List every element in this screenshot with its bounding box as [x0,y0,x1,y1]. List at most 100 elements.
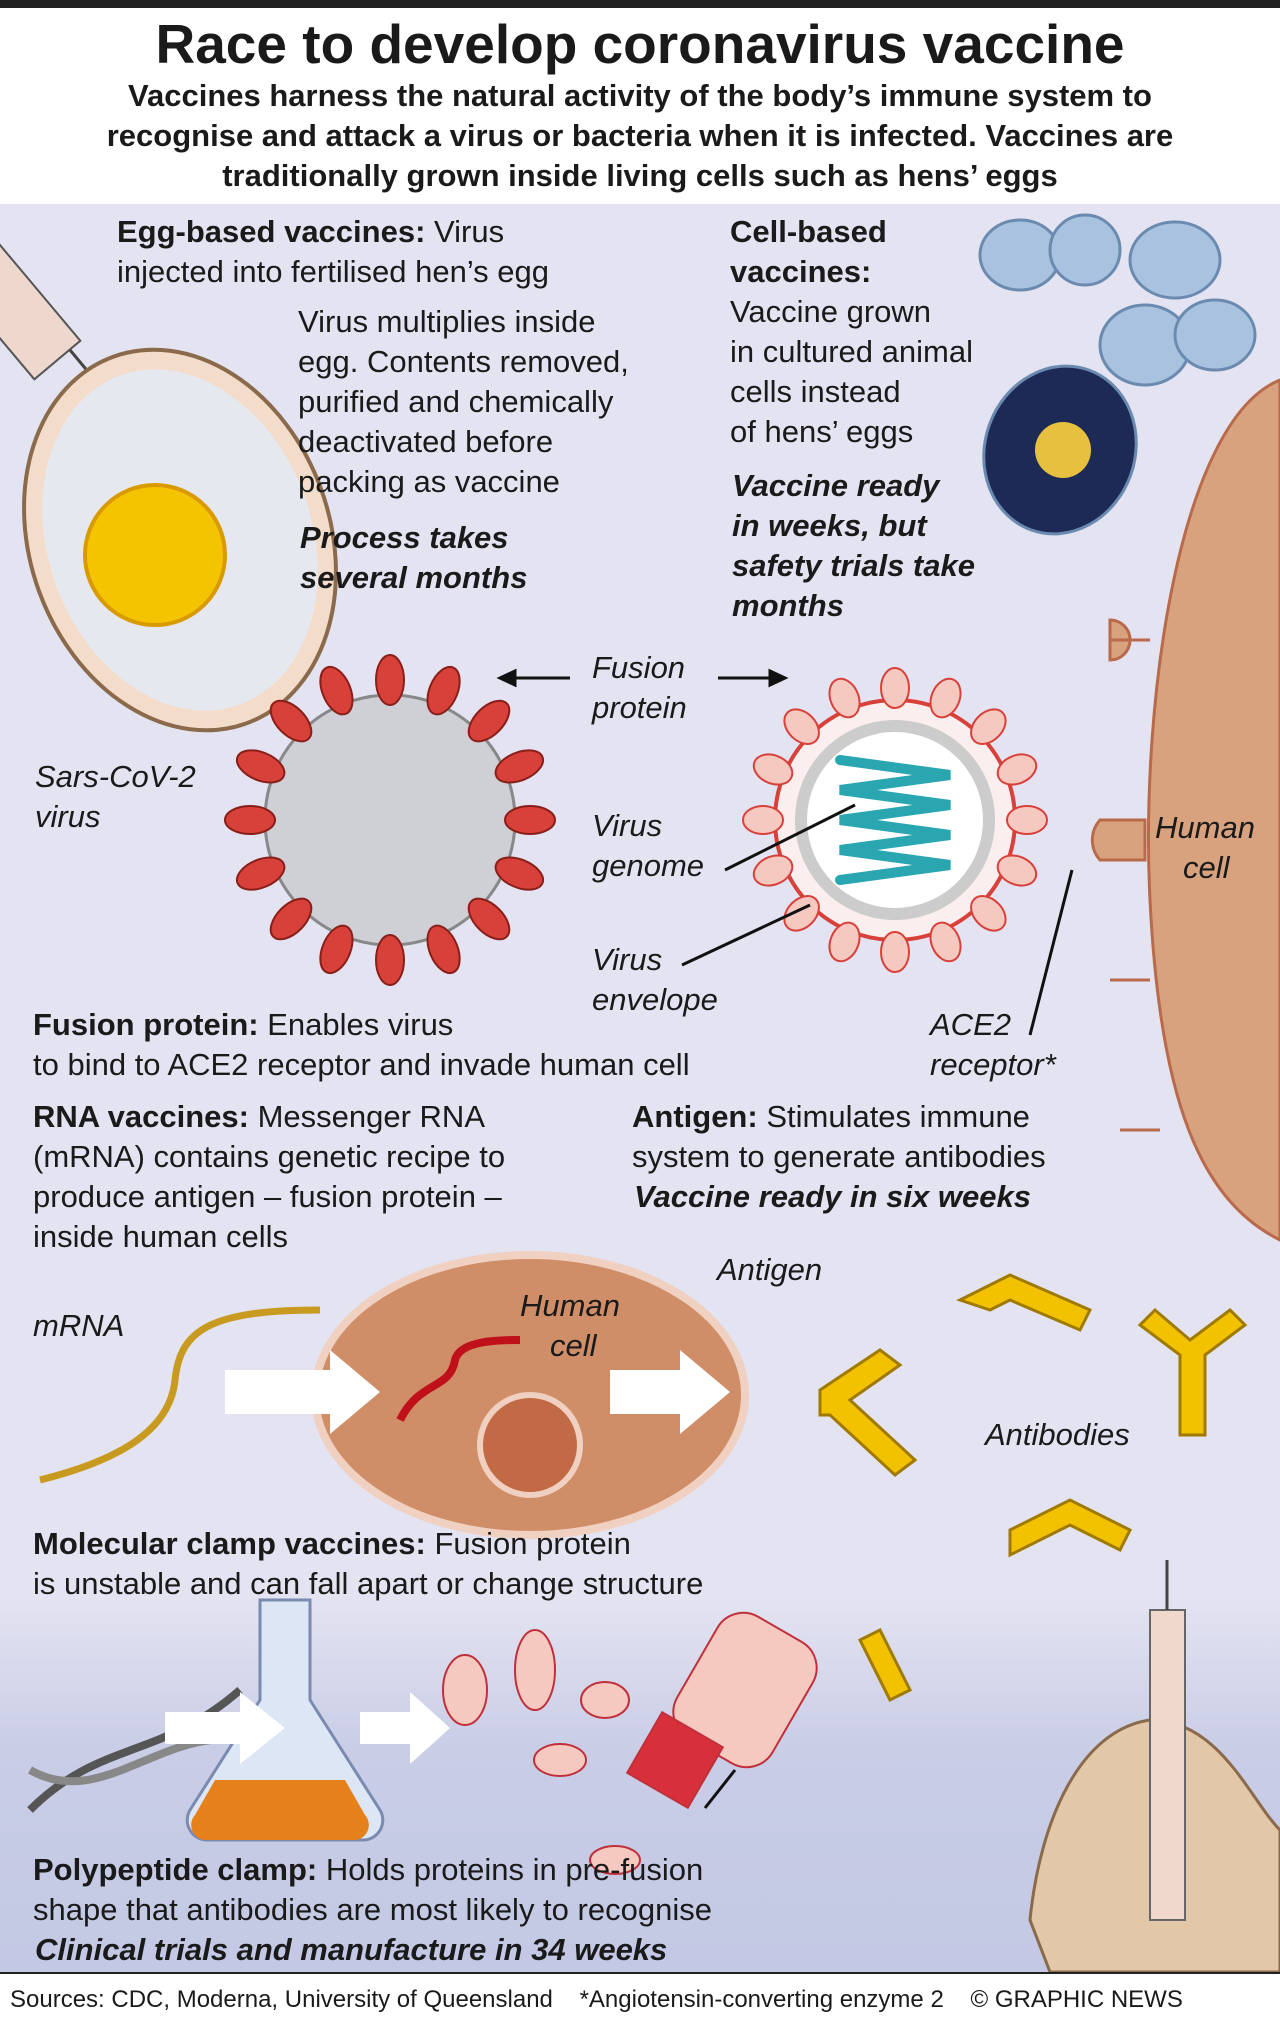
spike-protein [467,897,511,941]
egg-detail: deactivated before [298,424,554,459]
spike-protein [269,897,313,941]
egg-based-heading: Egg-based vaccines: [117,214,426,249]
spike-protein [783,708,820,745]
spike-protein [504,805,556,835]
fusion-note-heading: Fusion protein: [33,1007,259,1042]
spike-protein [494,856,545,891]
rna-line: RNA vaccines: Messenger RNA [33,1099,485,1134]
clamp-heading: Molecular clamp vaccines: [33,1526,426,1561]
fusion-protein-label: Fusion [592,650,686,685]
egg-detail: egg. Contents removed, [298,344,629,379]
spike-protein [467,699,511,743]
spike-protein [224,805,276,835]
sources: Sources: CDC, Moderna, University of Que… [10,1986,553,2013]
rna-heading: RNA vaccines: [33,1099,249,1134]
spike-protein [269,699,313,743]
antibodies-label: Antibodies [985,1417,1130,1452]
footer: Sources: CDC, Moderna, University of Que… [0,1972,1280,2028]
spike-protein [494,749,545,784]
ace2-label: ACE2 [930,1007,1011,1042]
fusion-note-line: to bind to ACE2 receptor and invade huma… [33,1047,690,1082]
human-cell-label: Human [1155,810,1255,845]
human-cell-membrane [1147,378,1280,1242]
sars-cov-2-virus [224,654,556,986]
illustrations [0,213,1280,1972]
fusion-note-line: Fusion protein: Enables virus [33,1007,454,1042]
spike-protein [970,708,1007,745]
egg-based-text: Virus [434,214,505,249]
spike-protein [319,924,354,975]
rna-line: (mRNA) contains genetic recipe to [33,1139,506,1174]
rna-line: produce antigen – fusion protein – [33,1179,502,1214]
spike-protein [880,667,910,709]
human-cell-label: Human [520,1288,620,1323]
spike-protein [880,931,910,973]
antigen-line: system to generate antibodies [632,1139,1046,1174]
polypeptide-heading: Polypeptide clamp: [33,1852,318,1887]
egg-detail: packing as vaccine [298,464,560,499]
virus-cross-section [742,667,1048,973]
sars-label: Sars-CoV-2 [35,759,196,794]
cell-detail: in cultured animal [730,334,973,369]
cell-based-heading: Cell-based [730,214,887,249]
page-title: Race to develop coronavirus vaccine [155,13,1125,75]
polypeptide-line: shape that antibodies are most likely to… [33,1892,712,1927]
spike-protein [929,921,962,963]
egg-based-heading-line: Egg-based vaccines: Virus [117,212,504,252]
cell-time: months [732,588,844,623]
human-cell-label: cell [550,1328,597,1363]
hand-with-syringe [1028,1560,1280,1972]
egg-detail: Virus multiplies inside [298,304,596,339]
envelope-label: Virus [592,942,663,977]
cell-based-heading: vaccines: [730,254,872,289]
cell-time: Vaccine ready [732,468,940,503]
egg-time: several months [300,560,528,595]
cell-time: safety trials take [732,548,975,583]
ace2-receptors [1090,618,1160,1132]
egg-detail: purified and chemically [298,384,614,419]
spike-protein [783,895,820,932]
spike-protein [742,805,784,835]
mrna-label: mRNA [33,1308,125,1343]
spike-protein [426,665,461,716]
footnote: *Angiotensin-converting enzyme 2 [579,1986,944,2013]
spike-protein [752,753,794,786]
subtitle-line: Vaccines harness the natural activity of… [128,78,1152,113]
antigen-line: Antigen: Stimulates immune [632,1099,1030,1134]
cell-detail: cells instead [730,374,901,409]
spike-protein [235,856,286,891]
human-cell-label: cell [1183,850,1230,885]
clamped-proteins [442,1611,818,1875]
ace2-label: receptor* [930,1047,1056,1082]
virus-genome [835,755,951,885]
spike-protein [1006,805,1048,835]
egg-time: Process takes [300,520,509,555]
cell-time: in weeks, but [732,508,927,543]
genome-label: Virus [592,808,663,843]
mrna-strand [39,1306,321,1484]
credit: © GRAPHIC NEWS [970,1986,1183,2013]
rna-line: inside human cells [33,1219,289,1254]
subtitle-line: recognise and attack a virus or bacteria… [106,118,1174,153]
spike-protein [828,677,861,719]
fusion-protein-label: protein [592,690,687,725]
dna-and-flask [27,1598,450,1842]
polypeptide-time: Clinical trials and manufacture in 34 we… [35,1932,668,1967]
antigen-time: Vaccine ready in six weeks [634,1179,1031,1214]
clamp-line: Molecular clamp vaccines: Fusion protein [33,1526,631,1561]
header: Race to develop coronavirus vaccine Vacc… [0,8,1280,204]
sars-label: virus [35,799,101,834]
spike-protein [752,854,794,887]
spike-protein [970,895,1007,932]
antigen-label: Antigen [717,1252,823,1287]
egg-based-text: injected into fertilised hen’s egg [117,254,549,289]
envelope-label: envelope [592,982,718,1017]
cell-detail: of hens’ eggs [730,414,914,449]
spike-protein [426,924,461,975]
spike-protein [828,921,861,963]
subtitle-line: traditionally grown inside living cells … [222,158,1058,193]
pointer-arrows [496,668,1074,1809]
spike-protein [375,934,405,986]
spike-protein [929,677,962,719]
human-cell-mrna [39,1251,749,1539]
